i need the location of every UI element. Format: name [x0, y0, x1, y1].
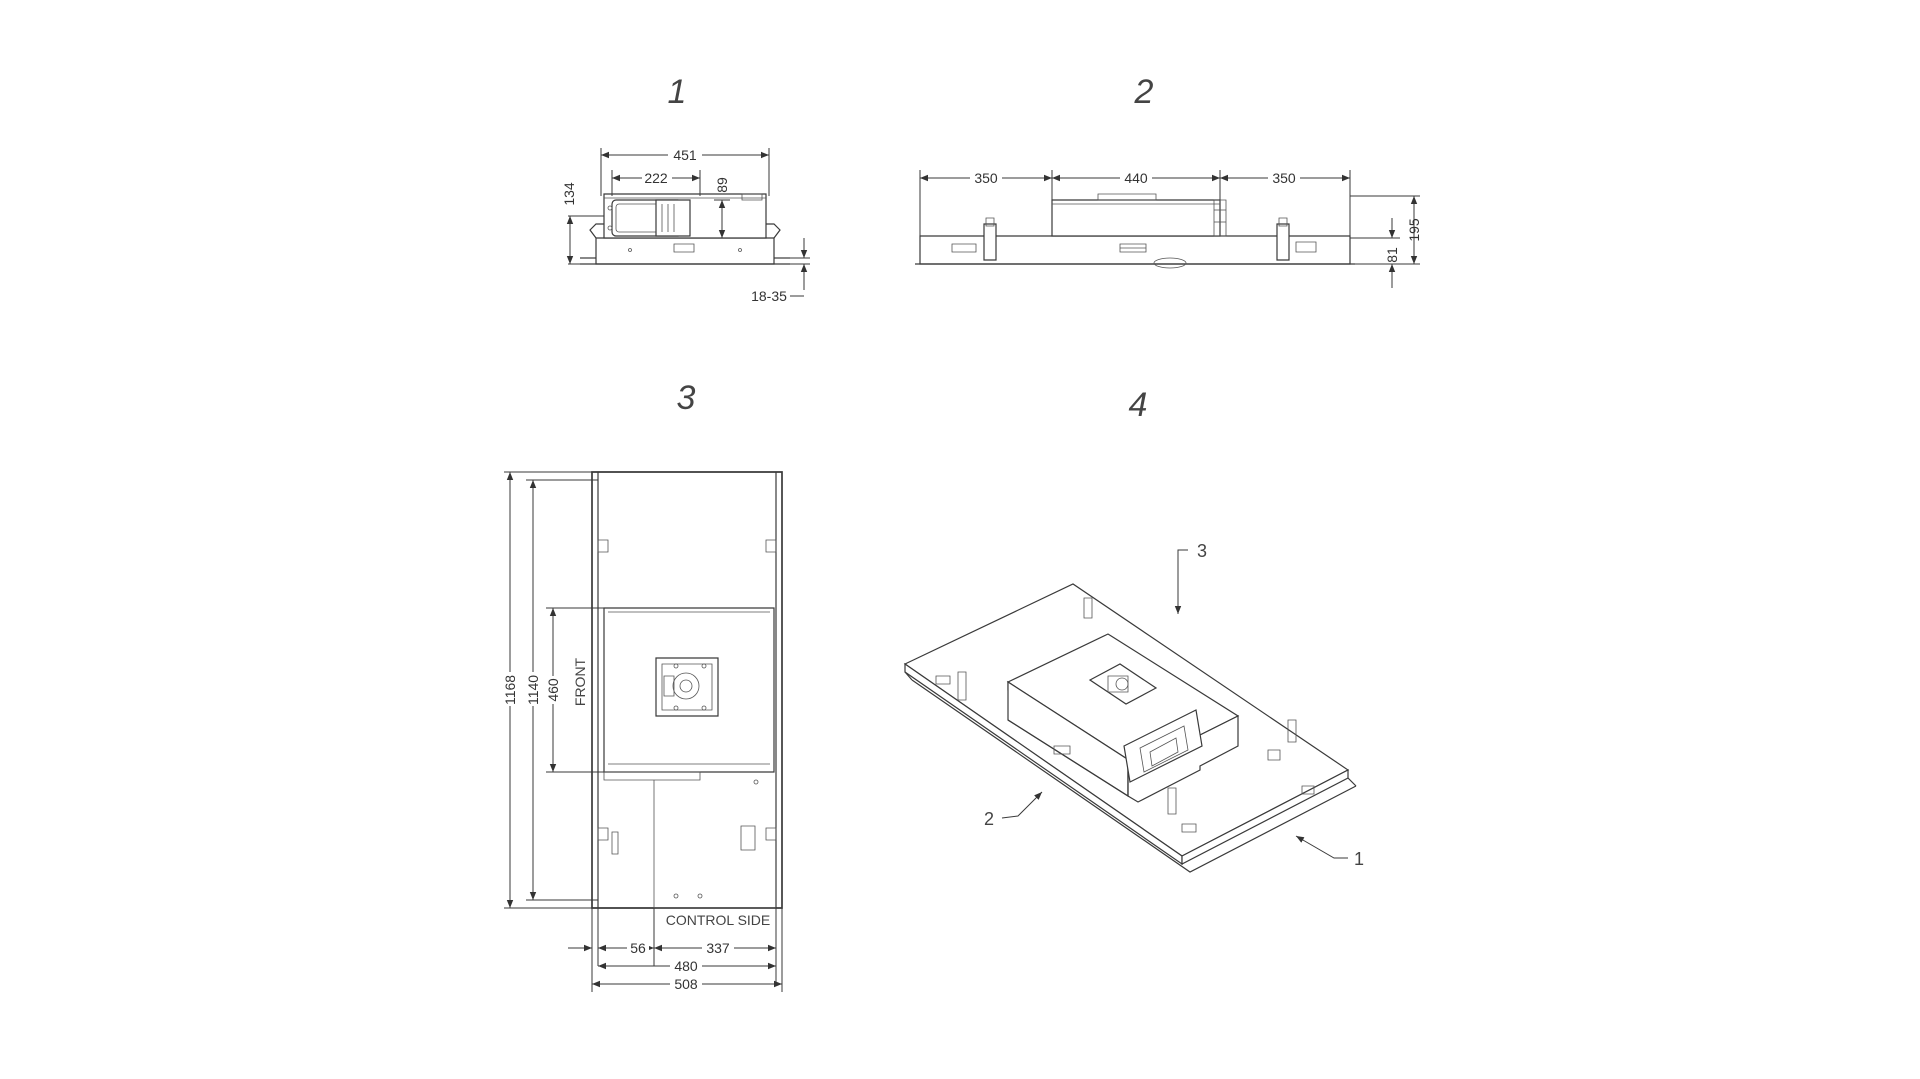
dim-508: 508 [674, 976, 698, 992]
dim-134: 134 [561, 182, 577, 206]
dim-56: 56 [630, 940, 646, 956]
view-3: 3 [502, 379, 782, 992]
view-4-number: 4 [1129, 386, 1148, 424]
view-4-callouts: 3 2 1 [984, 541, 1364, 869]
label-front: FRONT [572, 657, 588, 706]
view-4: 4 [905, 386, 1364, 872]
label-control-side: CONTROL SIDE [666, 912, 771, 928]
view-3-number: 3 [677, 379, 696, 417]
callout-1: 1 [1354, 849, 1364, 869]
dim-440: 440 [1124, 170, 1148, 186]
view-1-drawing [580, 194, 790, 264]
dim-18-35: 18-35 [751, 288, 787, 304]
callout-3: 3 [1197, 541, 1207, 561]
dim-480: 480 [674, 958, 698, 974]
dim-350-left: 350 [974, 170, 998, 186]
dim-81: 81 [1384, 247, 1400, 263]
dim-350-right: 350 [1272, 170, 1296, 186]
view-3-drawing: CONTROL SIDE FRONT [572, 472, 782, 928]
view-4-drawing [905, 584, 1356, 872]
dim-195: 195 [1406, 218, 1422, 242]
view-1: 1 [561, 73, 810, 304]
view-1-number: 1 [668, 73, 687, 111]
dim-1140: 1140 [525, 675, 541, 705]
view-1-dimensions: 451 222 134 89 18-35 [561, 147, 810, 304]
dim-222: 222 [644, 170, 668, 186]
view-2-number: 2 [1134, 73, 1154, 111]
view-2-dimensions: 350 440 350 195 81 [920, 170, 1422, 288]
dim-337: 337 [706, 940, 730, 956]
dim-451: 451 [673, 147, 697, 163]
view-3-dimensions: 1168 1140 460 56 337 480 [502, 472, 782, 992]
view-2: 2 350 [915, 73, 1422, 288]
dim-89: 89 [714, 177, 730, 193]
view-2-drawing [915, 194, 1355, 268]
dim-1168: 1168 [502, 675, 518, 705]
dim-460: 460 [545, 678, 561, 702]
callout-2: 2 [984, 809, 994, 829]
